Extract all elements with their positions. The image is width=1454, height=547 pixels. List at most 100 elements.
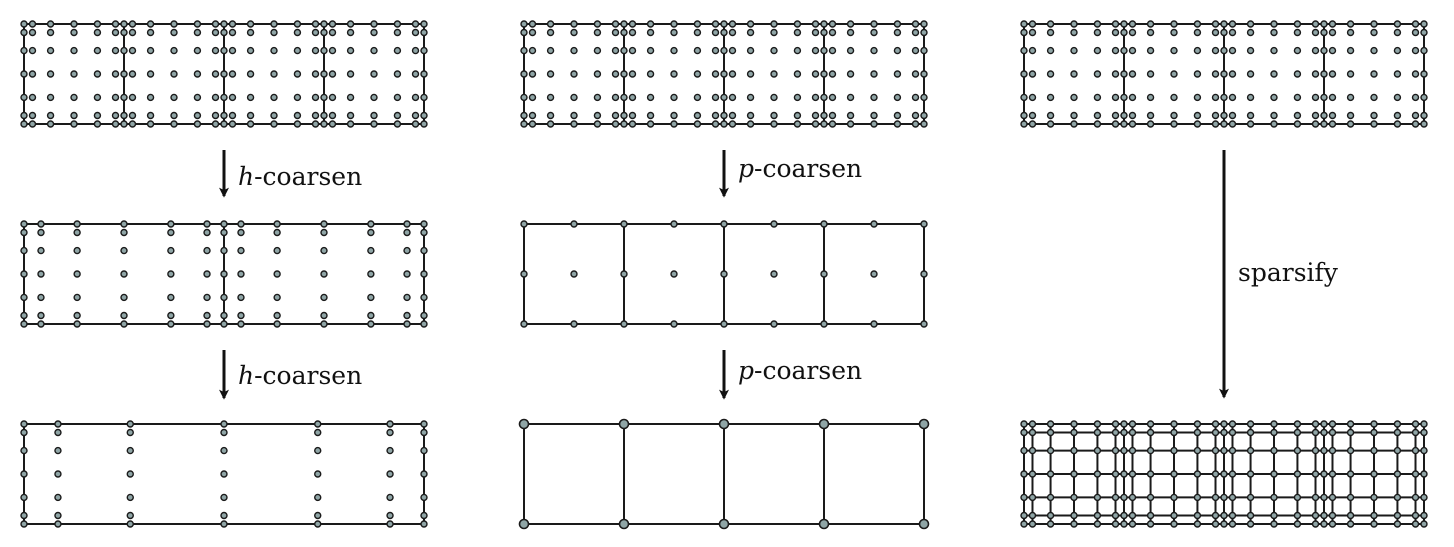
node — [1211, 428, 1220, 437]
node — [320, 93, 328, 102]
node — [70, 120, 78, 128]
node — [1046, 470, 1055, 478]
node — [1193, 520, 1202, 528]
node — [746, 93, 755, 102]
node — [211, 93, 220, 102]
node — [220, 428, 228, 437]
node — [1120, 493, 1128, 502]
node — [370, 70, 378, 78]
node — [1370, 46, 1378, 55]
node — [1070, 493, 1078, 502]
node — [1046, 120, 1055, 128]
node — [1420, 446, 1428, 455]
node — [918, 418, 930, 430]
node — [1320, 46, 1328, 55]
node — [846, 28, 855, 37]
h-coarsen-label-1: h-coarsen — [238, 162, 362, 191]
node — [920, 93, 928, 102]
node — [1193, 20, 1202, 28]
node — [46, 120, 55, 128]
node — [1046, 428, 1055, 437]
node — [693, 28, 702, 37]
node — [1046, 93, 1055, 102]
node — [167, 246, 175, 255]
node — [720, 93, 728, 102]
node — [93, 46, 102, 55]
node — [167, 228, 175, 237]
node — [1193, 446, 1202, 455]
node — [846, 70, 855, 78]
node — [403, 270, 411, 278]
node — [1311, 46, 1320, 55]
node — [1170, 120, 1178, 128]
p-coarsen-label-2: p-coarsen — [738, 356, 862, 385]
node — [828, 120, 837, 128]
node — [411, 93, 420, 102]
node — [1193, 428, 1202, 437]
node — [818, 518, 830, 530]
node — [203, 311, 211, 320]
node — [93, 70, 102, 78]
node — [570, 220, 578, 228]
node — [720, 70, 728, 78]
node — [220, 470, 228, 478]
node — [167, 220, 175, 228]
node — [1270, 46, 1278, 55]
node — [520, 70, 528, 78]
node — [1393, 46, 1402, 55]
node — [1293, 111, 1302, 120]
node — [370, 120, 378, 128]
node — [646, 70, 655, 78]
node — [70, 46, 78, 55]
node — [111, 111, 120, 120]
node — [693, 93, 702, 102]
node — [1228, 70, 1237, 78]
node — [546, 46, 555, 55]
node — [393, 20, 402, 28]
node — [520, 20, 528, 28]
node — [246, 28, 255, 37]
node — [1111, 511, 1120, 520]
node — [393, 120, 402, 128]
node — [611, 93, 620, 102]
mesh-h-coarse-2 — [20, 420, 428, 528]
node — [411, 70, 420, 78]
node — [720, 46, 728, 55]
node — [1346, 446, 1355, 455]
node — [1020, 70, 1028, 78]
arrows — [219, 150, 1229, 400]
node — [270, 70, 278, 78]
node — [346, 111, 355, 120]
node — [111, 93, 120, 102]
node — [528, 20, 537, 28]
node — [1220, 20, 1228, 28]
node — [870, 20, 878, 28]
node — [54, 428, 62, 437]
node — [911, 120, 920, 128]
node — [693, 111, 702, 120]
node — [420, 120, 428, 128]
node — [1120, 93, 1128, 102]
node — [1070, 28, 1078, 37]
node — [146, 93, 155, 102]
node — [1270, 420, 1278, 428]
node — [1093, 428, 1102, 437]
node — [1120, 70, 1128, 78]
node — [1411, 420, 1420, 428]
node — [93, 93, 102, 102]
node — [37, 293, 45, 302]
node — [367, 311, 375, 320]
node — [1246, 70, 1255, 78]
node — [1293, 520, 1302, 528]
node — [220, 220, 228, 228]
node — [386, 420, 394, 428]
node — [293, 28, 302, 37]
node — [170, 120, 178, 128]
node — [293, 111, 302, 120]
node — [1370, 511, 1378, 520]
node — [1370, 420, 1378, 428]
node — [870, 70, 878, 78]
node — [1228, 428, 1237, 437]
node — [293, 93, 302, 102]
